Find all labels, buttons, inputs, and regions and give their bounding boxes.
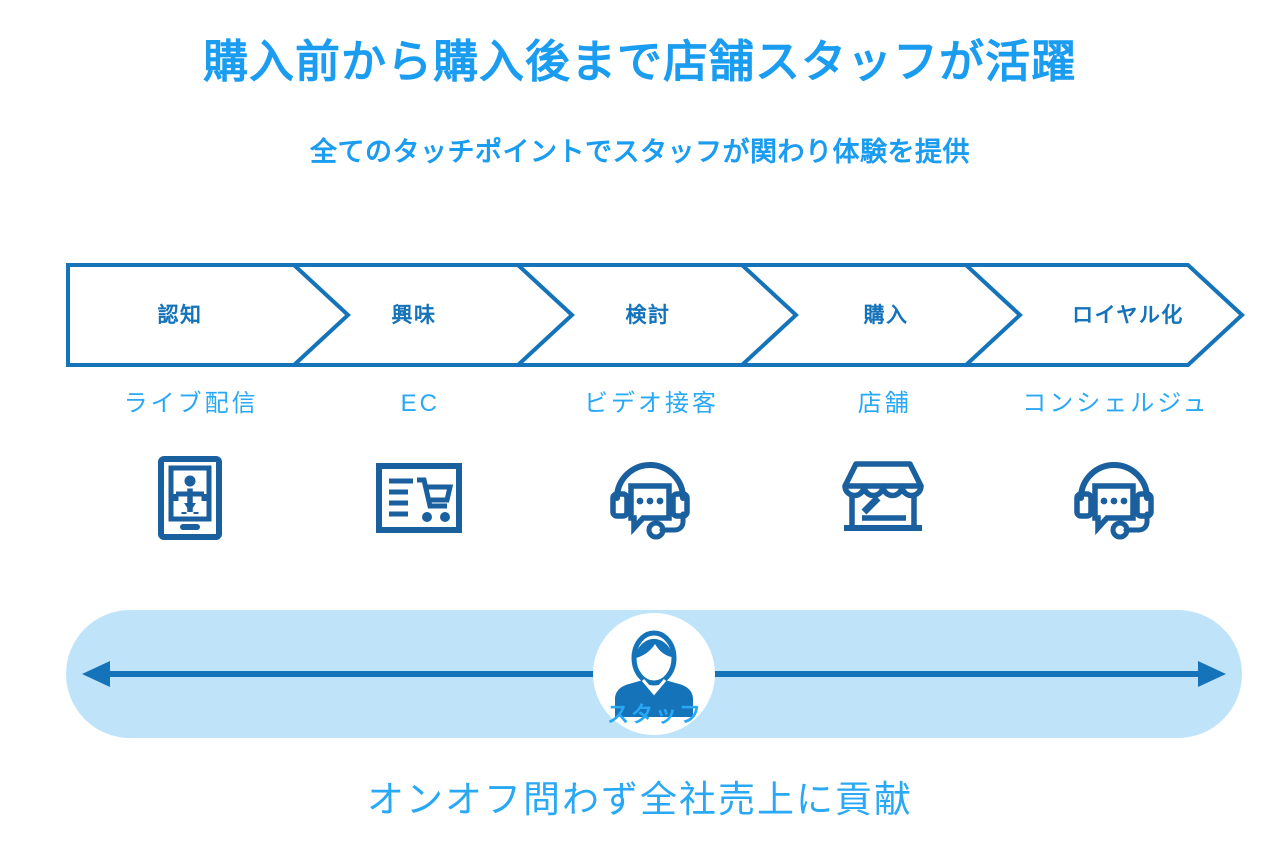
journey-stage-label: 興味 [391, 304, 437, 327]
journey-stage-purchase[interactable]: 購入 [762, 262, 1000, 366]
smartphone-person-icon [142, 450, 238, 546]
staff-avatar-icon [615, 630, 693, 717]
staff-avatar [593, 613, 715, 735]
touchpoint-live-streaming[interactable]: ライブ配信 [72, 392, 307, 577]
touchpoint-label: ライブ配信 [123, 390, 259, 417]
journey-stage-label: ロイヤル化 [1072, 304, 1184, 327]
journey-stage-awareness[interactable]: 認知 [66, 262, 300, 366]
browser-shopping-cart-icon [371, 450, 467, 546]
journey-stage-consideration[interactable]: 検討 [530, 262, 762, 366]
touchpoint-ec[interactable]: EC [301, 392, 536, 577]
touchpoint-label: コンシェルジュ [1022, 390, 1210, 417]
page-subtitle: 全てのタッチポイントでスタッフが関わり体験を提供 [310, 137, 970, 167]
touchpoint-store[interactable]: 店舗 [766, 392, 1001, 577]
journey-stage-labels: 認知 興味 検討 購入 ロイヤル化 [66, 262, 1242, 366]
journey-stage-label: 認知 [157, 304, 203, 327]
footer-caption: オンオフ問わず全社売上に貢献 [367, 779, 913, 820]
journey-stage-interest[interactable]: 興味 [300, 262, 530, 366]
touchpoint-label: EC [400, 390, 440, 417]
page-title: 購入前から購入後まで店舗スタッフが活躍 [202, 36, 1077, 87]
headset-chat-icon [602, 450, 698, 546]
journey-chevron-bar [66, 262, 1246, 368]
touchpoint-label: 店舗 [857, 390, 912, 417]
journey-stage-label: 検討 [625, 304, 671, 327]
journey-bar-outline [66, 263, 1245, 367]
journey-stage-loyalty[interactable]: ロイヤル化 [1000, 262, 1242, 366]
journey-stage-label: 購入 [863, 304, 909, 327]
headset-chat-icon [1066, 450, 1162, 546]
touchpoint-video-support[interactable]: ビデオ接客 [532, 392, 767, 577]
touchpoint-label: ビデオ接客 [584, 390, 719, 417]
touchpoint-concierge[interactable]: コンシェルジュ [997, 392, 1232, 577]
touchpoint-list: ライブ配信 EC [66, 392, 1242, 577]
staff-caption: スタッフ [606, 702, 703, 727]
storefront-icon [835, 450, 931, 546]
